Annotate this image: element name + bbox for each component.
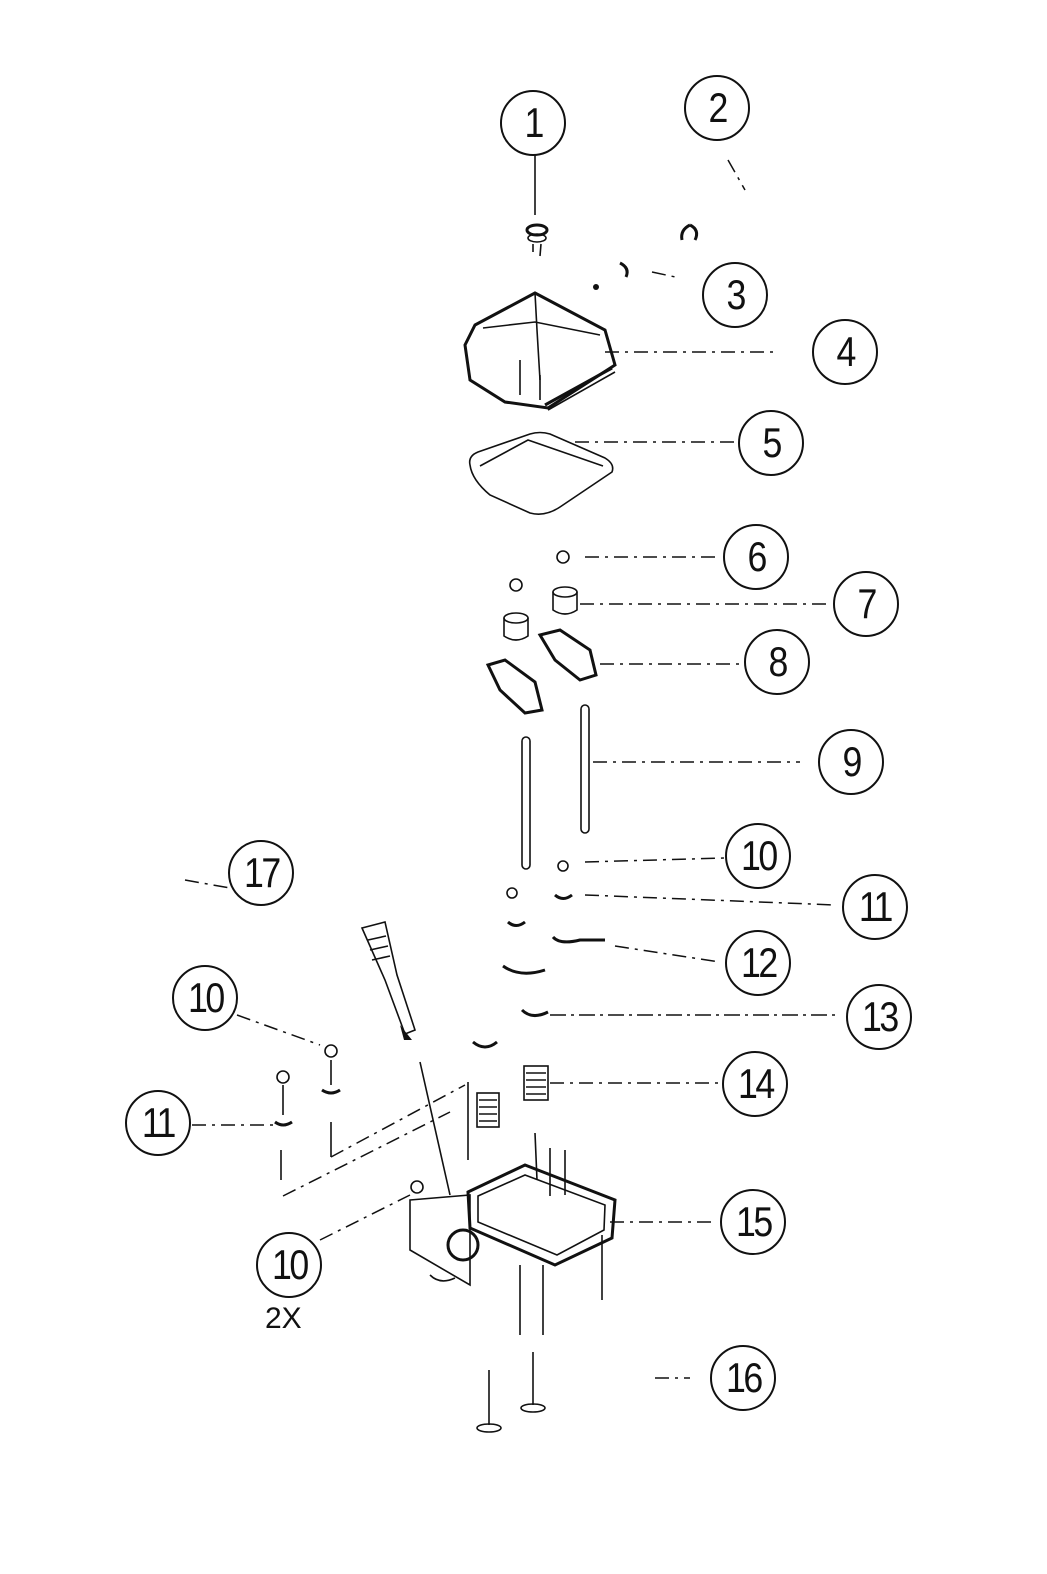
leader-2 (727, 159, 746, 191)
part-pivots (503, 586, 578, 641)
callout-16: 16 (710, 1345, 776, 1411)
part-rocker-arms (485, 628, 598, 715)
part-left-hardware (274, 1044, 469, 1197)
leader-11 (584, 894, 836, 906)
callout-13: 13 (846, 984, 912, 1050)
callout-3: 3 (702, 262, 768, 328)
callout-11a: 11 (842, 874, 908, 940)
part-clip (680, 223, 699, 241)
part-push-rods (521, 704, 590, 870)
callout-2: 2 (684, 75, 750, 141)
callout-1: 1 (500, 90, 566, 156)
callout-15: 15 (720, 1189, 786, 1255)
leader-10b (236, 1014, 321, 1046)
callout-11b: 11 (125, 1090, 191, 1156)
part-nuts-upper (509, 550, 570, 592)
part-cylinder-head (409, 1132, 617, 1335)
callout-5: 5 (738, 410, 804, 476)
leader-10 (584, 857, 726, 863)
part-gasket-inner (479, 439, 604, 467)
callout-6: 6 (723, 524, 789, 590)
callout-10a: 10 (725, 823, 791, 889)
callout-4: 4 (812, 319, 878, 385)
leader-lines (184, 155, 840, 1379)
part-gasket (468, 431, 614, 515)
part-valves (476, 1352, 546, 1433)
leader-3 (651, 271, 681, 279)
part-small-hardware (472, 860, 605, 1049)
leader-12 (614, 945, 721, 963)
callout-12: 12 (725, 930, 791, 996)
part-valve-cover (463, 291, 617, 411)
callout-10c: 10 (256, 1232, 322, 1298)
callout-8: 8 (744, 629, 810, 695)
callout-7: 7 (833, 571, 899, 637)
callout-14: 14 (722, 1051, 788, 1117)
callout-9: 9 (818, 729, 884, 795)
leader-10c (319, 1194, 411, 1241)
part-breather-fitting (525, 223, 549, 257)
callout-17: 17 (228, 840, 294, 906)
callout-10b: 10 (172, 965, 238, 1031)
part-o-ring (593, 261, 629, 290)
quantity-note: 2X (265, 1302, 302, 1335)
part-spark-plug (360, 921, 451, 1196)
part-valve-springs (476, 1065, 549, 1128)
leader-17 (184, 879, 231, 889)
